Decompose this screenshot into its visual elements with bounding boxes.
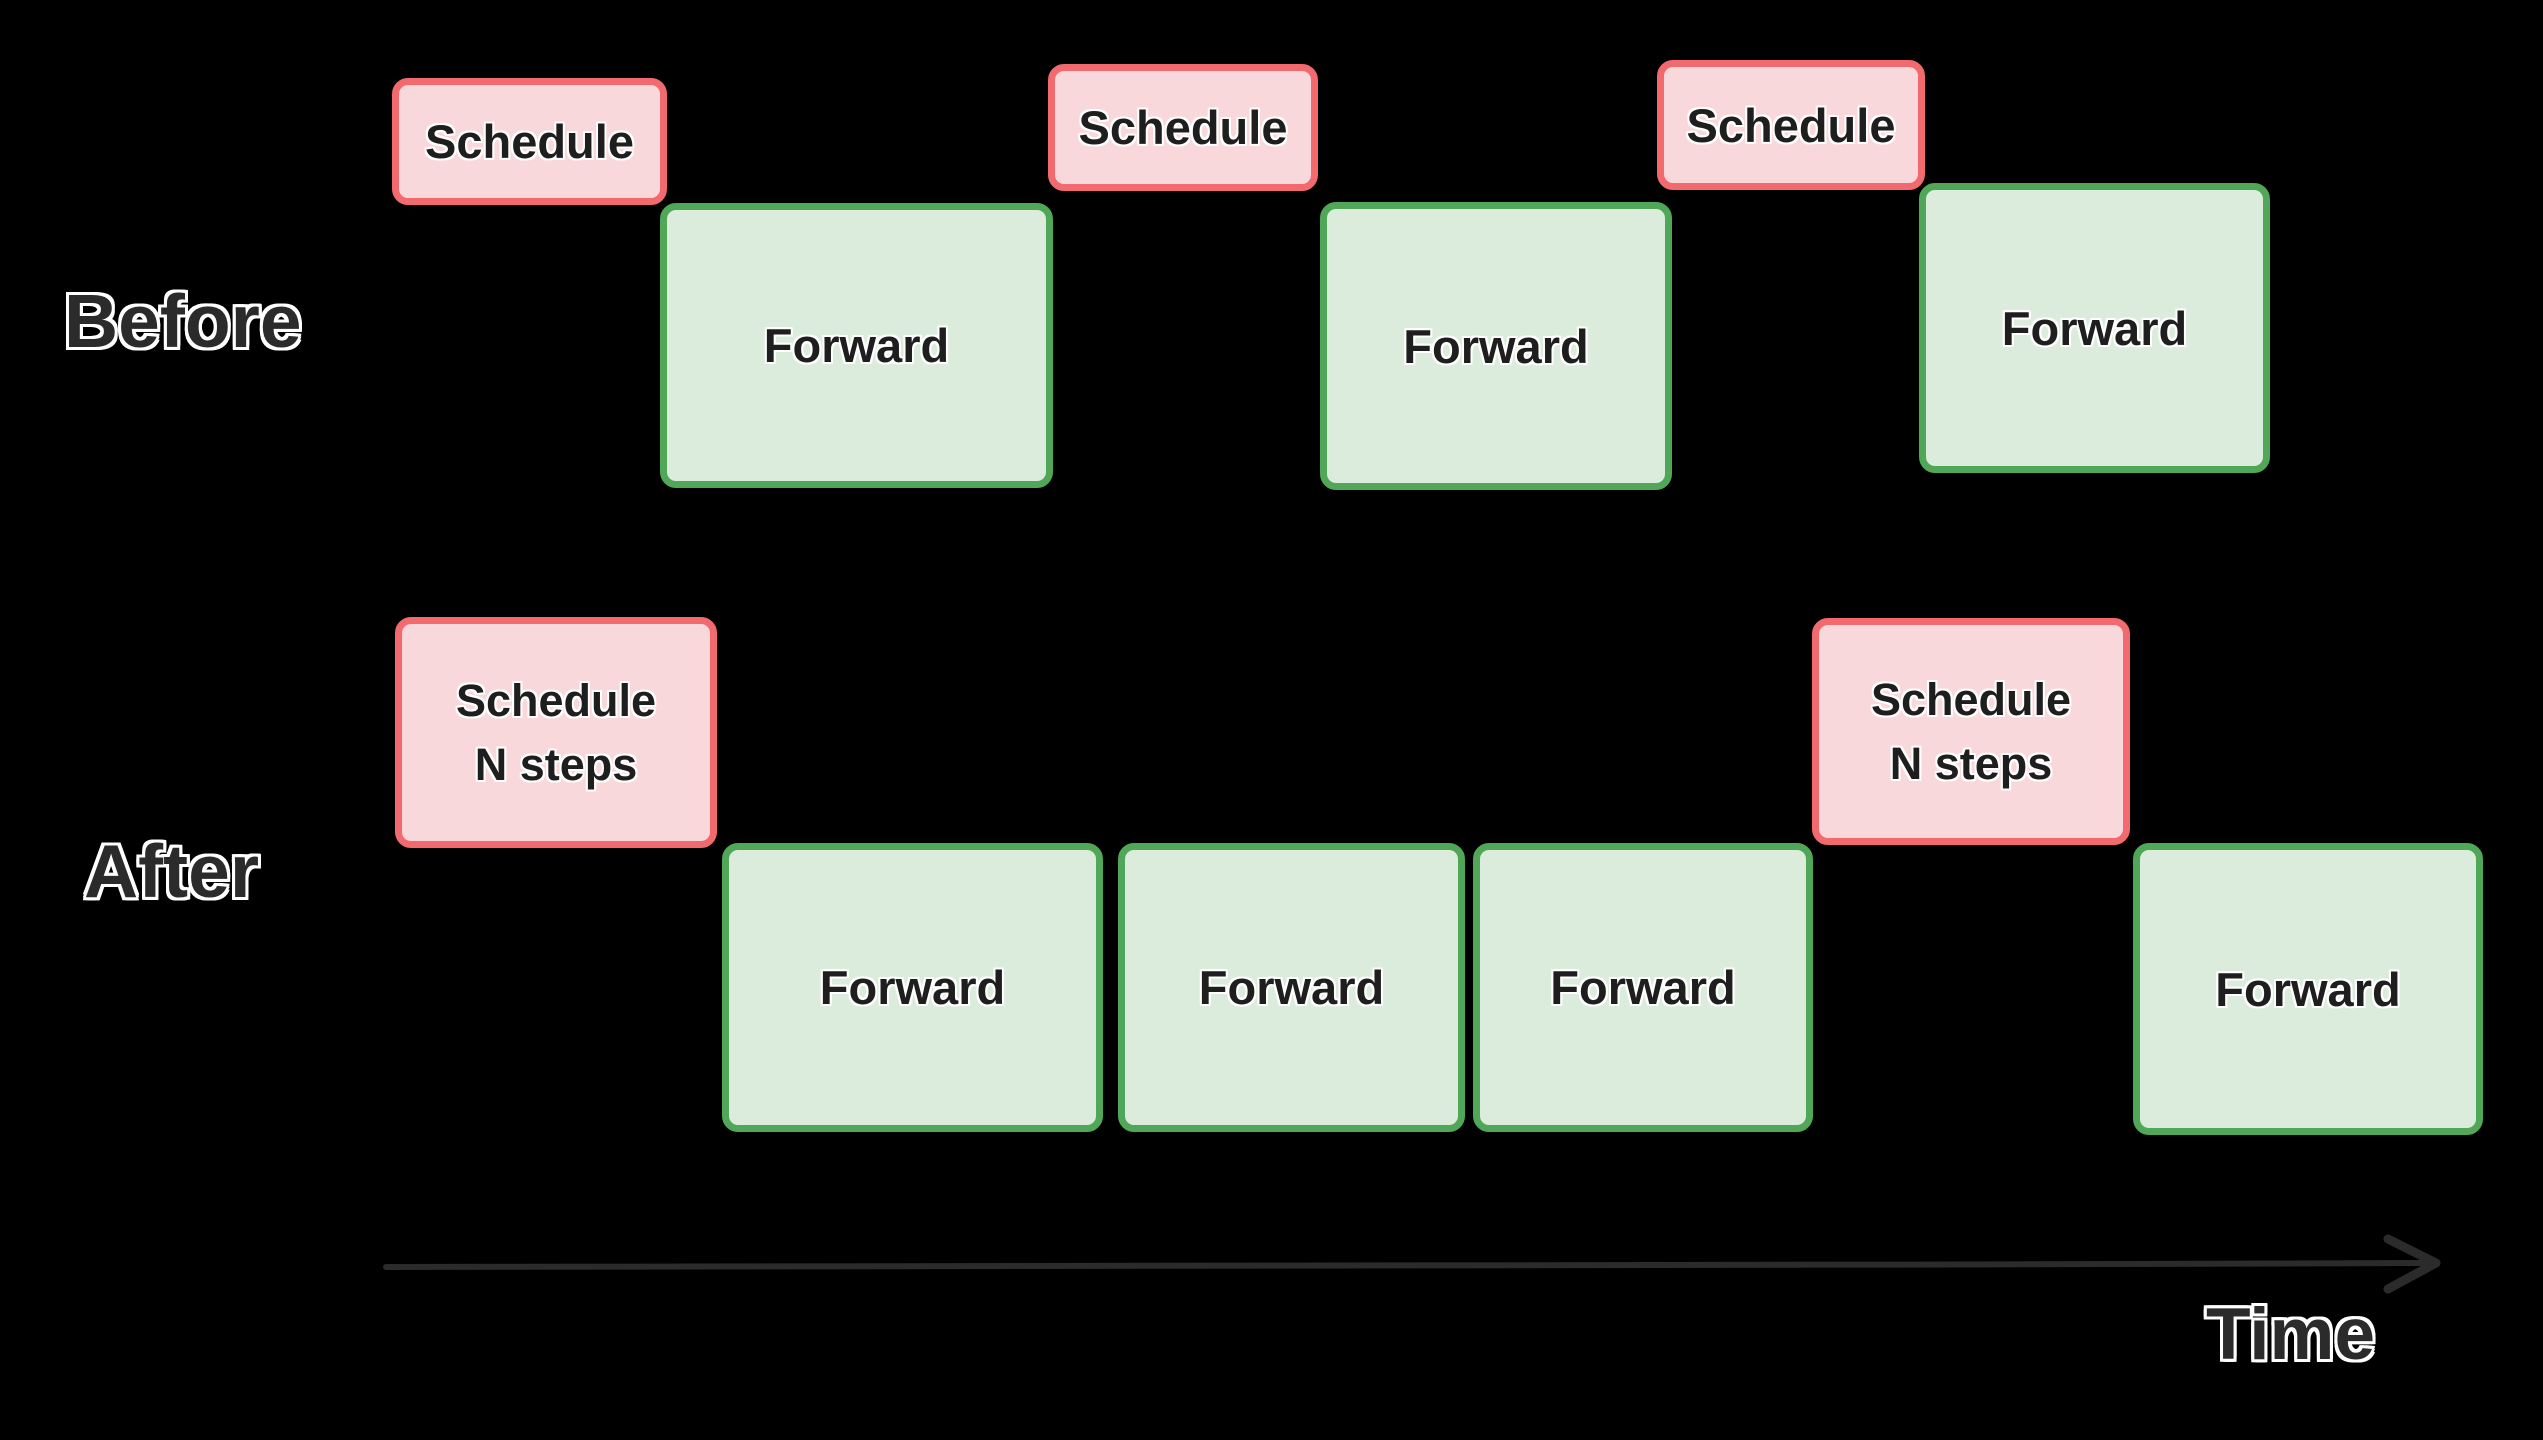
- before-schedule-box-3: Schedule: [1657, 60, 1925, 190]
- after-forward-label-1: Forward: [819, 961, 1006, 1014]
- before-forward-box-3: Forward: [1919, 183, 2270, 473]
- after-forward-box-1: Forward: [722, 843, 1103, 1132]
- before-schedule-label-3: Schedule: [1686, 98, 1896, 152]
- after-forward-label-2: Forward: [1198, 961, 1385, 1014]
- after-forward-box-2: Forward: [1118, 843, 1465, 1132]
- after-schedule-n-steps-box-2: Schedule N steps: [1812, 618, 2130, 845]
- after-forward-label-3: Forward: [1550, 961, 1736, 1014]
- after-schedule-n-steps-1-line-2: N steps: [474, 738, 638, 790]
- before-schedule-label-2: Schedule: [1078, 101, 1288, 154]
- before-row-label: Before: [64, 279, 302, 363]
- after-forward-box-3: Forward: [1473, 843, 1813, 1132]
- after-forward-label-4: Forward: [2215, 962, 2401, 1016]
- before-forward-label-3: Forward: [2001, 301, 2188, 355]
- after-schedule-n-steps-2-line-2: N steps: [1889, 737, 2053, 789]
- time-axis-label: Time: [2206, 1294, 2376, 1375]
- after-schedule-n-steps-box-1: Schedule N steps: [395, 617, 717, 848]
- after-schedule-n-steps-2-line-1: Schedule: [1870, 673, 2072, 725]
- before-schedule-box-1: Schedule: [392, 78, 667, 205]
- before-forward-box-2: Forward: [1320, 202, 1672, 490]
- before-schedule-label-1: Schedule: [425, 115, 634, 168]
- after-schedule-n-steps-text-1: Schedule N steps: [456, 669, 656, 797]
- time-axis-line: [383, 1260, 2427, 1270]
- before-schedule-box-2: Schedule: [1048, 64, 1318, 191]
- before-forward-label-2: Forward: [1403, 319, 1589, 373]
- after-schedule-n-steps-1-line-1: Schedule: [455, 674, 657, 726]
- before-forward-box-1: Forward: [660, 203, 1053, 488]
- after-row-label: After: [84, 829, 260, 913]
- before-forward-label-1: Forward: [763, 319, 950, 372]
- time-axis-arrowhead: [2383, 1234, 2441, 1294]
- after-schedule-n-steps-text-2: Schedule N steps: [1871, 668, 2071, 796]
- after-forward-box-4: Forward: [2133, 843, 2483, 1135]
